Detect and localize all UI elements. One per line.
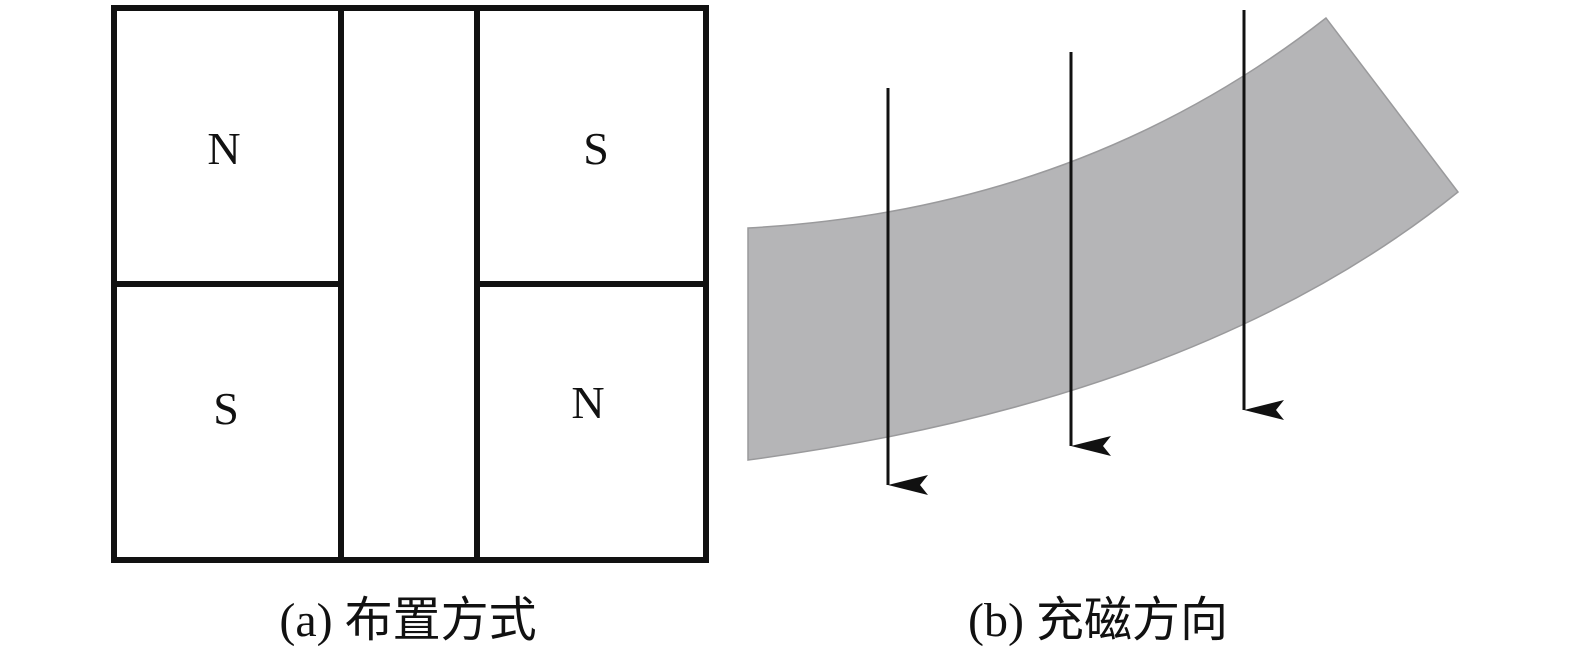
- caption-b: (b) 充磁方向: [968, 594, 1228, 647]
- caption-a: (a) 布置方式: [279, 594, 536, 647]
- panel-b-magnetization: (b) 充磁方向: [747, 10, 1460, 647]
- pole-label-top-left: N: [207, 123, 240, 174]
- panel-a-arrangement: N S S N (a) 布置方式: [111, 5, 709, 647]
- arc-magnet-segment: [747, 16, 1460, 461]
- pole-label-bottom-right: N: [571, 377, 604, 428]
- pole-label-bottom-left: S: [213, 383, 239, 434]
- pole-label-top-right: S: [583, 123, 609, 174]
